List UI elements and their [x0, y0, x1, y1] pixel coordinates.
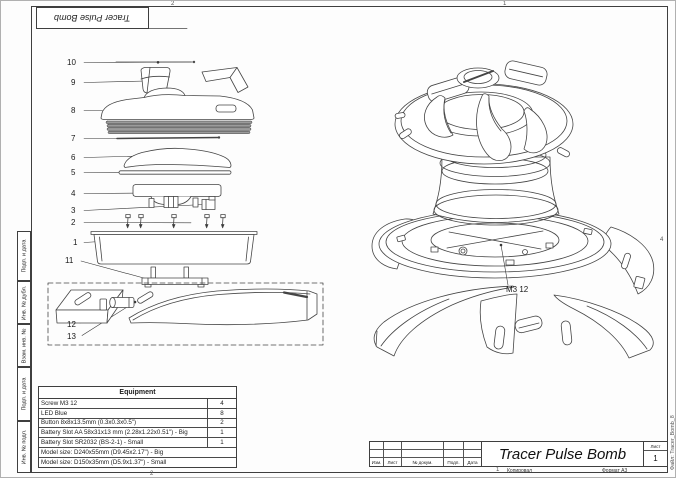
file-label: Файл: Tracer_Bomb_8	[670, 415, 676, 470]
equipment-item: Screw M3 12	[41, 399, 78, 407]
sheet-number: 1	[653, 454, 658, 463]
part-callout-13: 13	[67, 332, 76, 341]
top-title-text: Tracer Pulse Bomb	[54, 13, 131, 23]
top-title-box: Tracer Pulse Bomb	[36, 7, 149, 29]
sheet-number-box: Лист 1	[644, 442, 667, 466]
title-block-col-podp: Подп.	[444, 458, 464, 466]
title-block-revision-grid: Изм. Лист № докум. Подп. Дата	[370, 442, 482, 466]
format-label: Формат А3	[602, 467, 628, 474]
drawing-title: Tracer Pulse Bomb	[482, 442, 644, 466]
margin-cell: Подп. и дата	[17, 231, 31, 281]
equipment-row: Battery Slot SR2032 (BS-2-1) - Small 1	[39, 438, 236, 448]
fold-mark: 2	[171, 1, 175, 7]
part-callout-6: 6	[71, 153, 76, 162]
fold-mark: 2	[150, 471, 154, 477]
equipment-qty: 1	[207, 428, 236, 438]
equipment-row: Screw M3 12 4	[39, 399, 236, 409]
part-callout-10: 10	[67, 58, 76, 67]
equipment-item: LED Blue	[41, 409, 68, 417]
equipment-item: Battery Slot AA 58x31x13 mm (2.28x1.22x0…	[41, 429, 188, 437]
equipment-qty: 2	[207, 418, 236, 428]
assembled-view-drawing	[371, 60, 655, 359]
fold-mark: 4	[660, 237, 664, 243]
equipment-row: Model size: D240x55mm (D9.45x2.17") - Bi…	[39, 448, 236, 458]
equipment-row: LED Blue 8	[39, 408, 236, 419]
equipment-qty: 4	[207, 399, 236, 408]
margin-cell: Инв. № подл.	[17, 421, 31, 473]
margin-cell: Взам. инв. №	[17, 324, 31, 367]
equipment-item: Model size: D150x35mm (D5.9x1.37") - Sma…	[41, 458, 167, 466]
title-block-col-data: Дата	[464, 458, 482, 466]
fold-mark: 1	[503, 1, 507, 7]
copied-label: Копировал	[507, 467, 533, 474]
part-callout-12: 12	[67, 320, 76, 329]
part-callout-3: 3	[71, 206, 76, 215]
exploded-view-drawing	[47, 60, 324, 346]
part-callout-11: 11	[65, 256, 74, 265]
margin-cell: Подп. и дата	[17, 367, 31, 421]
equipment-table-header: Equipment	[39, 387, 236, 399]
part-callout-4: 4	[71, 189, 76, 198]
equipment-item: Button 8x8x13.5mm (0.3x0.3x0.5")	[41, 419, 137, 427]
title-block-col-docnum: № докум.	[402, 458, 444, 466]
part-callout-2: 2	[71, 218, 76, 227]
part-callout-7: 7	[71, 134, 76, 143]
title-block-col-izm: Изм.	[370, 458, 384, 466]
part-callout-8: 8	[71, 106, 76, 115]
part-callout-5: 5	[71, 168, 76, 177]
equipment-item: Model size: D240x55mm (D9.45x2.17") - Bi…	[41, 448, 164, 456]
part-callout-9: 9	[71, 78, 76, 87]
screw-annotation: M3 12	[506, 285, 529, 294]
equipment-row: Model size: D150x35mm (D5.9x1.37") - Sma…	[39, 458, 236, 467]
equipment-row: Button 8x8x13.5mm (0.3x0.3x0.5") 2	[39, 418, 236, 429]
equipment-item: Battery Slot SR2032 (BS-2-1) - Small	[41, 439, 144, 447]
sheet-label: Лист	[644, 442, 667, 451]
equipment-row: Battery Slot AA 58x31x13 mm (2.28x1.22x0…	[39, 428, 236, 439]
equipment-qty: 8	[207, 408, 236, 418]
title-block-col-list: Лист	[384, 458, 402, 466]
title-block: Изм. Лист № докум. Подп. Дата Tracer Pul…	[369, 441, 668, 467]
drawing-frame	[31, 6, 668, 473]
margin-cell: Инв. № дубл.	[17, 281, 31, 324]
equipment-qty: 1	[207, 438, 236, 447]
fold-mark: 1	[496, 467, 500, 473]
part-callout-1: 1	[73, 238, 78, 247]
